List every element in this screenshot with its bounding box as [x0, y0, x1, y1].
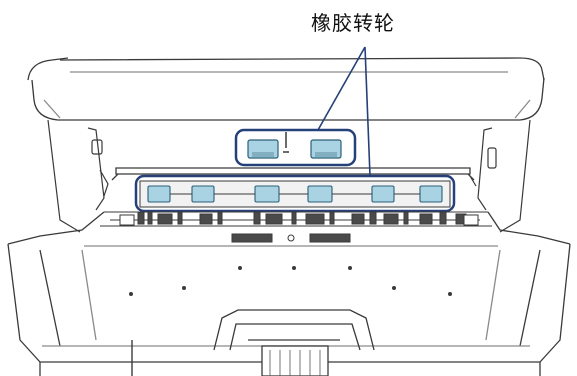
- stacker: [213, 309, 375, 376]
- lower-roller-2: [191, 185, 215, 203]
- lower-roller-highlight: [134, 174, 456, 213]
- upper-roller-highlight: [234, 128, 357, 167]
- lower-roller-3: [254, 185, 280, 203]
- lower-roller-5: [371, 185, 395, 203]
- side-walls: [47, 119, 531, 233]
- rubber-roller-callout: 橡胶转轮: [311, 11, 395, 35]
- lower-roller-1: [147, 185, 171, 203]
- upper-rollers: [247, 132, 342, 159]
- upper-unit: [27, 57, 545, 121]
- lower-rollers: [139, 180, 451, 208]
- feed-module: [100, 211, 492, 243]
- lower-roller-4: [307, 185, 333, 203]
- paper-chute: [7, 211, 571, 376]
- screws: [129, 266, 452, 296]
- callout-leader-lines: [317, 46, 371, 177]
- lower-roller-6: [419, 185, 443, 203]
- guide-plate: [111, 167, 475, 181]
